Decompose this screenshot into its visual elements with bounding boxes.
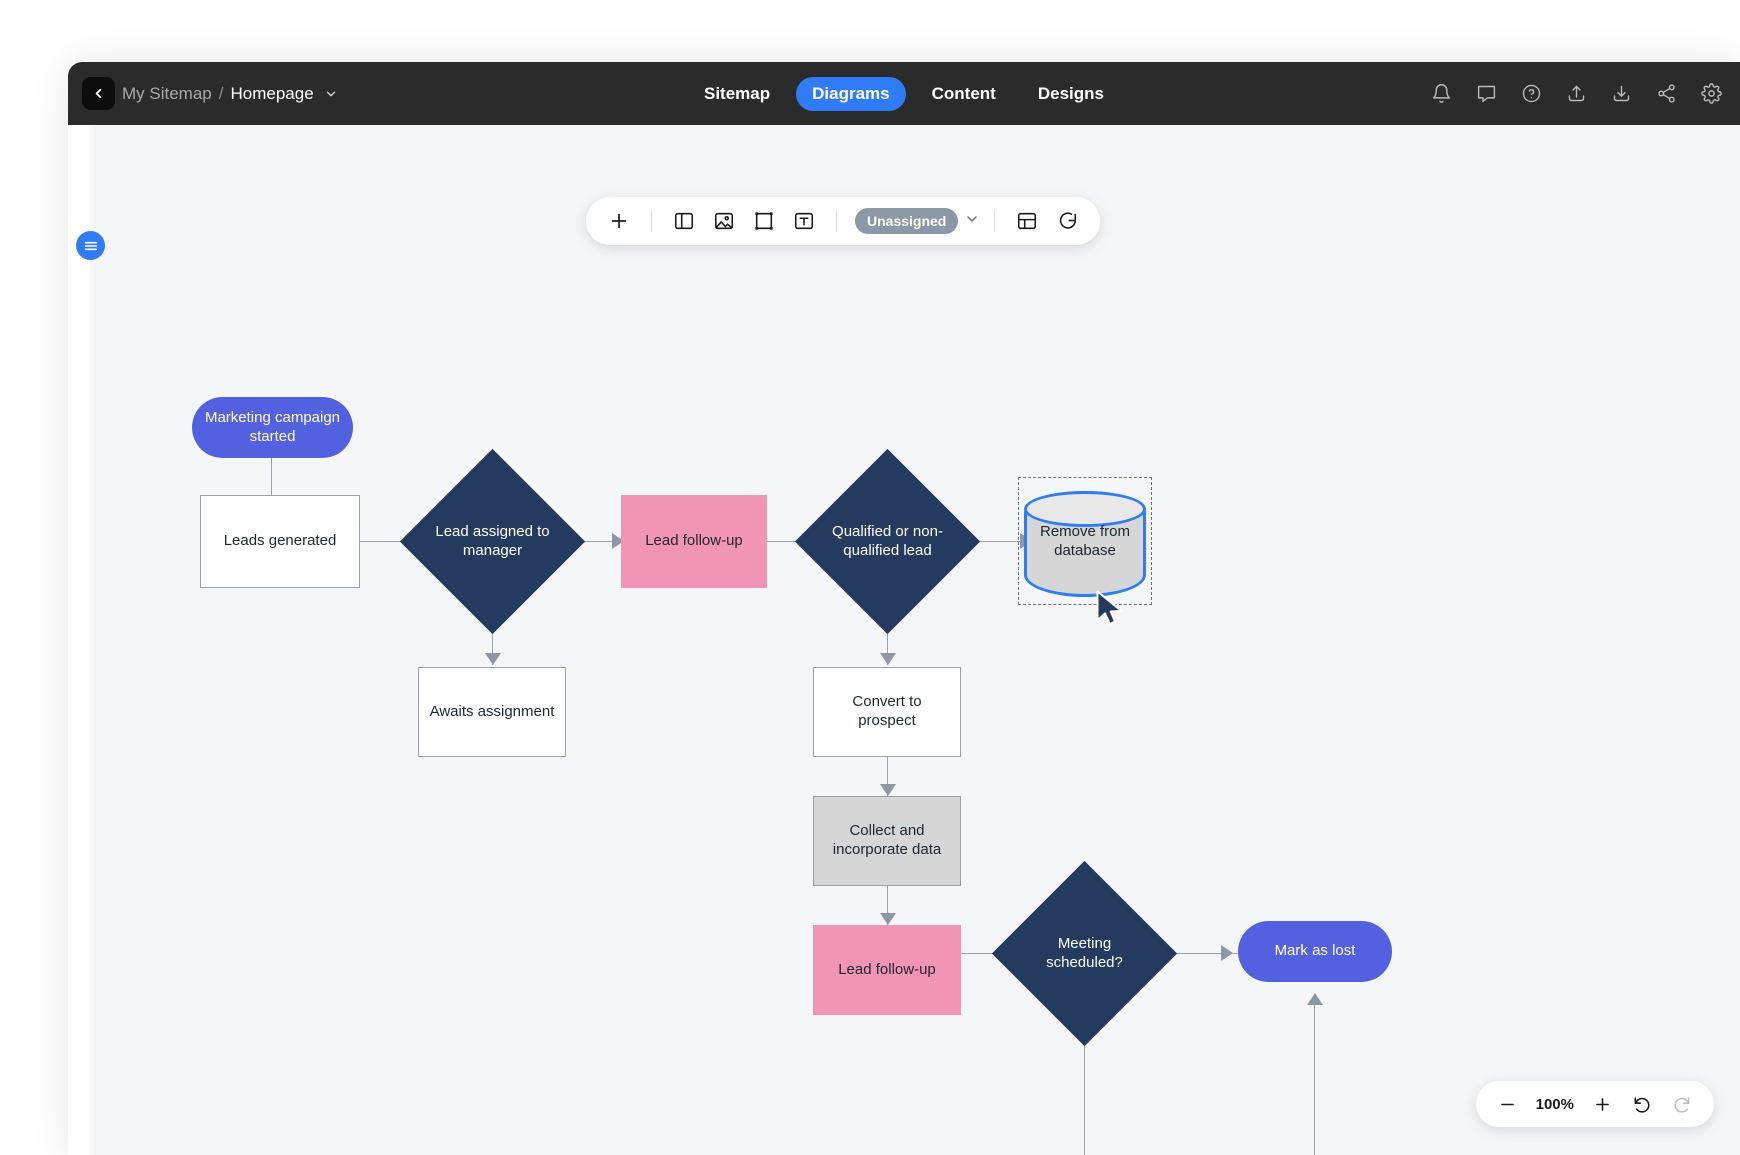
arrowhead: [880, 784, 896, 796]
edge-n11-n12: [1165, 953, 1243, 954]
node-meeting-scheduled[interactable]: Meeting scheduled?: [991, 860, 1178, 1047]
tab-content[interactable]: Content: [931, 83, 996, 103]
comment-bubble-icon[interactable]: [1049, 203, 1085, 239]
undo-icon[interactable]: [1630, 1092, 1654, 1116]
app-window: My Sitemap / Homepage Sitemap Diagrams C…: [68, 62, 1740, 1155]
node-label: Meeting scheduled?: [1046, 934, 1123, 971]
tab-designs[interactable]: Designs: [1037, 83, 1104, 103]
node-lead-follow-up-2[interactable]: Lead follow-up: [813, 925, 961, 1015]
chevron-down-icon[interactable]: [324, 87, 338, 101]
breadcrumb-separator: /: [218, 83, 224, 103]
header-icon-group: [1428, 62, 1724, 125]
grid-icon[interactable]: [1009, 203, 1045, 239]
diagram-canvas[interactable]: Unassigned: [68, 125, 1740, 1155]
edge-n11-down: [1084, 1020, 1085, 1155]
minus-icon[interactable]: [1496, 1092, 1520, 1116]
node-awaits-assignment[interactable]: Awaits assignment: [418, 667, 566, 757]
top-bar: My Sitemap / Homepage Sitemap Diagrams C…: [68, 62, 1740, 125]
node-lead-assigned-to-manager[interactable]: Lead assigned to manager: [399, 448, 586, 635]
node-convert-to-prospect[interactable]: Convert to prospect: [813, 667, 961, 757]
upload-icon[interactable]: [1563, 81, 1589, 107]
chevron-left-icon: [91, 86, 106, 101]
node-leads-generated[interactable]: Leads generated: [200, 495, 360, 588]
edge-n2-n3: [343, 541, 418, 542]
node-marketing-campaign-started[interactable]: Marketing campaign started: [192, 397, 353, 458]
node-mark-as-lost[interactable]: Mark as lost: [1238, 921, 1392, 982]
left-rail: [68, 125, 90, 1155]
edge-n5-n6: [963, 541, 1041, 542]
edge-into-n12: [1314, 1005, 1315, 1155]
arrowhead: [1221, 945, 1233, 961]
selection-outline: [1018, 477, 1152, 605]
plus-icon[interactable]: [601, 203, 637, 239]
edge-n9-n10: [887, 867, 888, 925]
zoom-level-label: 100%: [1535, 1095, 1574, 1113]
arrowhead: [880, 653, 896, 665]
shape-frame-icon[interactable]: [746, 203, 782, 239]
node-collect-and-incorporate-data[interactable]: Collect and incorporate data: [813, 796, 961, 886]
bell-icon[interactable]: [1428, 81, 1454, 107]
redo-icon[interactable]: [1670, 1092, 1694, 1116]
plus-icon[interactable]: [1590, 1092, 1614, 1116]
assignee-selector[interactable]: Unassigned: [855, 208, 980, 234]
toolbar-divider-2: [836, 210, 837, 232]
node-lead-follow-up-1[interactable]: Lead follow-up: [621, 495, 767, 588]
node-remove-from-database[interactable]: Remove from database: [1018, 477, 1152, 605]
arrowhead: [485, 653, 501, 665]
arrowhead: [1307, 993, 1323, 1005]
node-label: Lead assigned to manager: [435, 522, 550, 559]
zoom-control: 100%: [1475, 1081, 1714, 1127]
gear-icon[interactable]: [1698, 81, 1724, 107]
nav-tabs: Sitemap Diagrams Content Designs: [68, 62, 1740, 125]
cylinder-top: [1024, 491, 1146, 527]
edge-n3-n4: [556, 541, 626, 542]
floating-toolbar: Unassigned: [586, 197, 1101, 245]
comment-icon[interactable]: [1473, 81, 1499, 107]
assignee-label: Unassigned: [855, 208, 959, 234]
edge-n1-n2: [271, 458, 272, 500]
back-button[interactable]: [82, 77, 115, 110]
image-icon[interactable]: [706, 203, 742, 239]
node-label: Qualified or non-qualified lead: [832, 522, 943, 559]
share-icon[interactable]: [1653, 81, 1679, 107]
tab-sitemap[interactable]: Sitemap: [704, 83, 771, 103]
download-icon[interactable]: [1608, 81, 1634, 107]
breadcrumb[interactable]: My Sitemap / Homepage: [122, 62, 338, 125]
node-qualified-or-non-qualified-lead[interactable]: Qualified or non-qualified lead: [794, 448, 981, 635]
breadcrumb-root[interactable]: My Sitemap: [122, 83, 212, 103]
hamburger-menu-icon[interactable]: [76, 231, 105, 260]
layout-panel-icon[interactable]: [666, 203, 702, 239]
help-icon[interactable]: [1518, 81, 1544, 107]
breadcrumb-leaf[interactable]: Homepage: [230, 83, 314, 103]
text-box-icon[interactable]: [786, 203, 822, 239]
node-label: Remove from database: [1039, 522, 1131, 560]
flowchart: Marketing campaign started Leads generat…: [68, 125, 1740, 1155]
edge-n8-n9: [887, 738, 888, 796]
tab-diagrams[interactable]: Diagrams: [796, 76, 906, 111]
toolbar-divider-3: [994, 210, 996, 232]
toolbar-divider-1: [651, 210, 652, 232]
chevron-down-icon[interactable]: [964, 211, 980, 232]
arrowhead: [880, 913, 896, 925]
